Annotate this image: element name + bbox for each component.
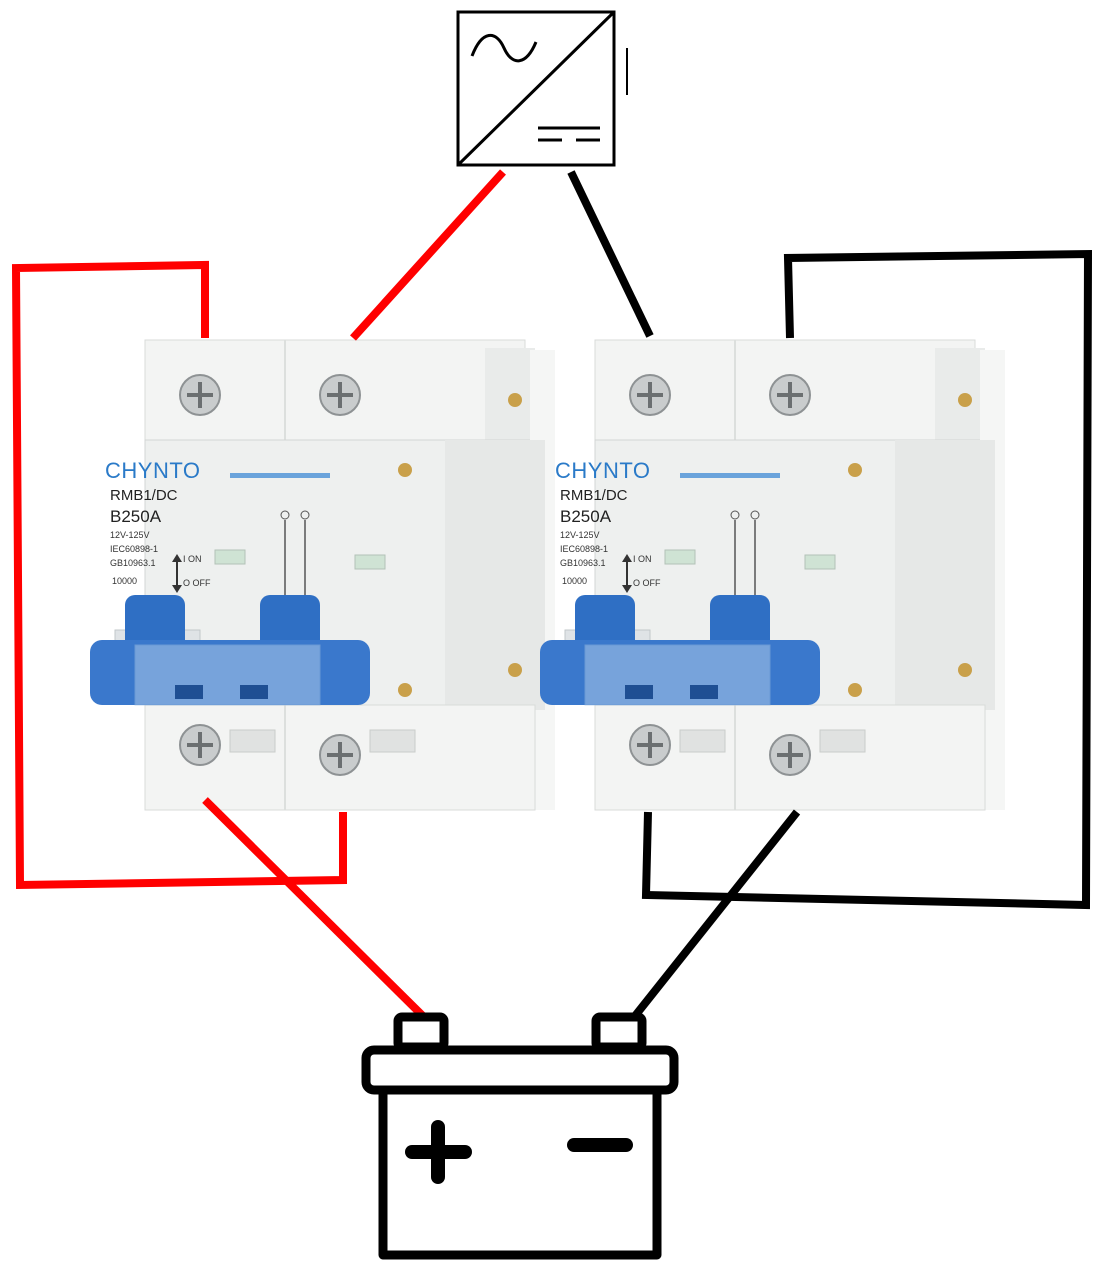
negative-wire-battery — [623, 809, 801, 1029]
positive-wire-loop — [11, 260, 347, 890]
breaker-1-voltage: 12V-125V — [110, 530, 150, 540]
breaker-1-labels: CHYNTO RMB1/DC B250A 12V-125V IEC60898-1… — [105, 458, 211, 588]
battery-negative-terminal — [591, 1012, 647, 1052]
breaker-1-off-label: O OFF — [183, 578, 211, 588]
breaker-2-off-label: O OFF — [633, 578, 661, 588]
ac-dc-converter-icon — [456, 10, 628, 167]
breaker-2-on-label: I ON — [633, 554, 652, 564]
breaker-2-labels: CHYNTO RMB1/DC B250A 12V-125V IEC60898-1… — [555, 458, 661, 588]
positive-wire-battery — [202, 797, 436, 1029]
negative-wire-loop — [641, 249, 1093, 910]
breaker-1-standard2: GB10963.1 — [110, 558, 156, 568]
breaker-1 — [88, 338, 557, 812]
positive-wire-inverter — [350, 169, 506, 341]
breaker-2-voltage: 12V-125V — [560, 530, 600, 540]
battery-positive-terminal — [393, 1012, 449, 1052]
breaker-2-rating: B250A — [560, 507, 612, 526]
breaker-1-on-label: I ON — [183, 554, 202, 564]
breaker-2-capacity: 10000 — [562, 576, 587, 586]
breaker-2-standard2: GB10963.1 — [560, 558, 606, 568]
breaker-1-brand: CHYNTO — [105, 458, 201, 483]
breaker-2-model: RMB1/DC — [560, 487, 628, 504]
breaker-1-standard1: IEC60898-1 — [110, 544, 158, 554]
battery-body — [378, 1085, 662, 1260]
breaker-1-model: RMB1/DC — [110, 487, 178, 504]
negative-wire-inverter — [567, 170, 654, 338]
breaker-2 — [538, 338, 1007, 812]
breaker-1-capacity: 10000 — [112, 576, 137, 586]
negative-wires — [567, 170, 1093, 1029]
breaker-1-rating: B250A — [110, 507, 162, 526]
breaker-2-standard1: IEC60898-1 — [560, 544, 608, 554]
positive-wires — [11, 169, 506, 1029]
battery-icon — [361, 1012, 679, 1260]
breaker-2-brand: CHYNTO — [555, 458, 651, 483]
battery-lid — [361, 1045, 679, 1095]
ac-wave-icon — [470, 34, 538, 63]
